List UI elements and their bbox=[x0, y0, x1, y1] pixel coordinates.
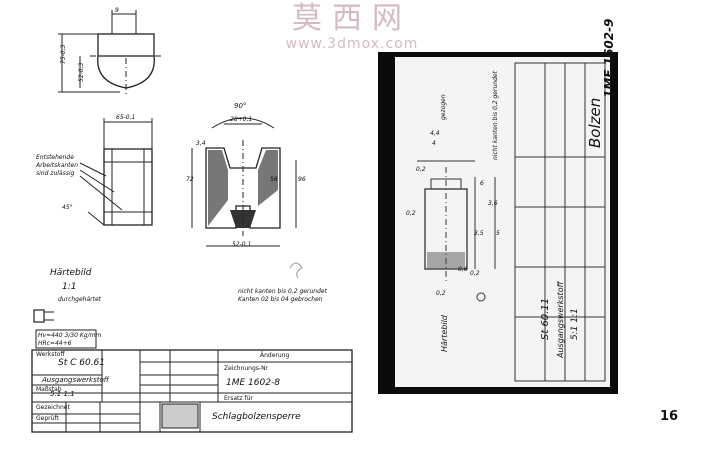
tb-gezeichnet: Gezeichnet bbox=[36, 404, 70, 411]
tb-ersatz: Ersatz für bbox=[224, 395, 253, 402]
dim-width: 65-0,1 bbox=[116, 114, 136, 121]
photo-dim-6: 5 bbox=[496, 230, 500, 237]
title-block-lines bbox=[31, 349, 353, 433]
dim-side: 75-0,3 bbox=[60, 44, 67, 64]
photo-name: Bolzen bbox=[586, 97, 604, 148]
hardness-sub: durchgehärtet bbox=[58, 296, 102, 303]
hardness-scale: 1:1 bbox=[62, 282, 77, 292]
watermark-url: www.3dmox.com bbox=[285, 36, 419, 52]
photo-dim-11: 3,6 bbox=[488, 200, 498, 207]
photo-dim-0: 0,2 bbox=[416, 166, 426, 173]
stray-mark bbox=[289, 262, 303, 279]
dim-section-bottom: 52-0,1 bbox=[232, 241, 252, 248]
photo-dim-3: 4 bbox=[432, 140, 436, 147]
page-number: 16 bbox=[660, 409, 679, 424]
hardness-title: Härtebild bbox=[50, 268, 92, 278]
photo-dim-4: 6 bbox=[480, 180, 484, 187]
watermark: 莫西网 www.3dmox.com bbox=[262, 1, 442, 53]
tb-aenderung: Änderung bbox=[260, 352, 290, 359]
tb-werkstoff-label: Werkstoff bbox=[36, 351, 65, 358]
photo-massstab: 5:1 1:1 bbox=[570, 308, 580, 340]
chamfer-note: 45° bbox=[62, 204, 73, 211]
tb-massstab: 5:1 1:1 bbox=[50, 390, 75, 398]
photo-werkstoff: St 60.11 bbox=[540, 297, 551, 340]
photo-number: 1ME 1602-9 bbox=[602, 18, 616, 98]
angle-label: 90° bbox=[234, 102, 247, 110]
photo-dim-1: gezogen bbox=[440, 94, 447, 120]
photo-dim-8: 0,2 bbox=[436, 290, 446, 297]
hardness-spec2: HRc=44+6 bbox=[38, 340, 72, 347]
photo-dim-5: 3,5 bbox=[474, 230, 484, 237]
photo-paper bbox=[395, 57, 610, 387]
photo-ausgang: Ausgangswerkstoff bbox=[556, 281, 565, 358]
section-view bbox=[191, 117, 297, 247]
dim-section-height: 72 bbox=[186, 176, 194, 183]
edge-rounding-note: nicht kanten bis 0,2 gerundet Kanten 02 … bbox=[238, 288, 327, 303]
side-view bbox=[79, 118, 153, 226]
photo-haerte: Härtebild bbox=[440, 315, 449, 352]
tb-name: Schlagbolzensperre bbox=[212, 412, 301, 422]
tb-ausgang: Ausgangswerkstoff bbox=[42, 376, 109, 384]
hardness-sketch bbox=[33, 309, 97, 349]
photo-note: nicht kanten bis 0,2 gerundet bbox=[492, 71, 499, 160]
dim-section-step: 56 bbox=[270, 176, 278, 183]
photo-dim-10: 0,2 bbox=[406, 210, 416, 217]
dim-height: 52-0,3 bbox=[78, 62, 85, 82]
tb-zeichnung-label: Zeichnungs-Nr bbox=[224, 365, 269, 372]
watermark-chinese: 莫西网 bbox=[292, 1, 412, 36]
dim-section-right: 96 bbox=[298, 176, 306, 183]
tb-zeichnung: 1ME 1602-8 bbox=[226, 378, 280, 388]
top-view bbox=[58, 10, 162, 96]
tb-werkstoff: St C 60.61 bbox=[58, 358, 106, 368]
tb-massstab-label: Maßstab bbox=[36, 386, 62, 393]
dim-top: 9 bbox=[115, 7, 119, 14]
dim-section-top: 28+0,1 bbox=[230, 116, 253, 123]
photo-drawing-lines bbox=[417, 62, 606, 382]
photo-dim-9: 0,2 bbox=[470, 270, 480, 277]
tb-geprueft: Geprüft bbox=[36, 415, 59, 422]
dim-section-left: 3,4 bbox=[196, 140, 206, 147]
photo-dim-2: 4,4 bbox=[430, 130, 440, 137]
photo-dim-7: 0,6 bbox=[458, 266, 468, 273]
edge-note: Entstehende Arbeitskanten sind zulässig bbox=[36, 154, 79, 177]
hardness-spec: Hv=440 3/30 Kg/mm bbox=[38, 332, 102, 339]
